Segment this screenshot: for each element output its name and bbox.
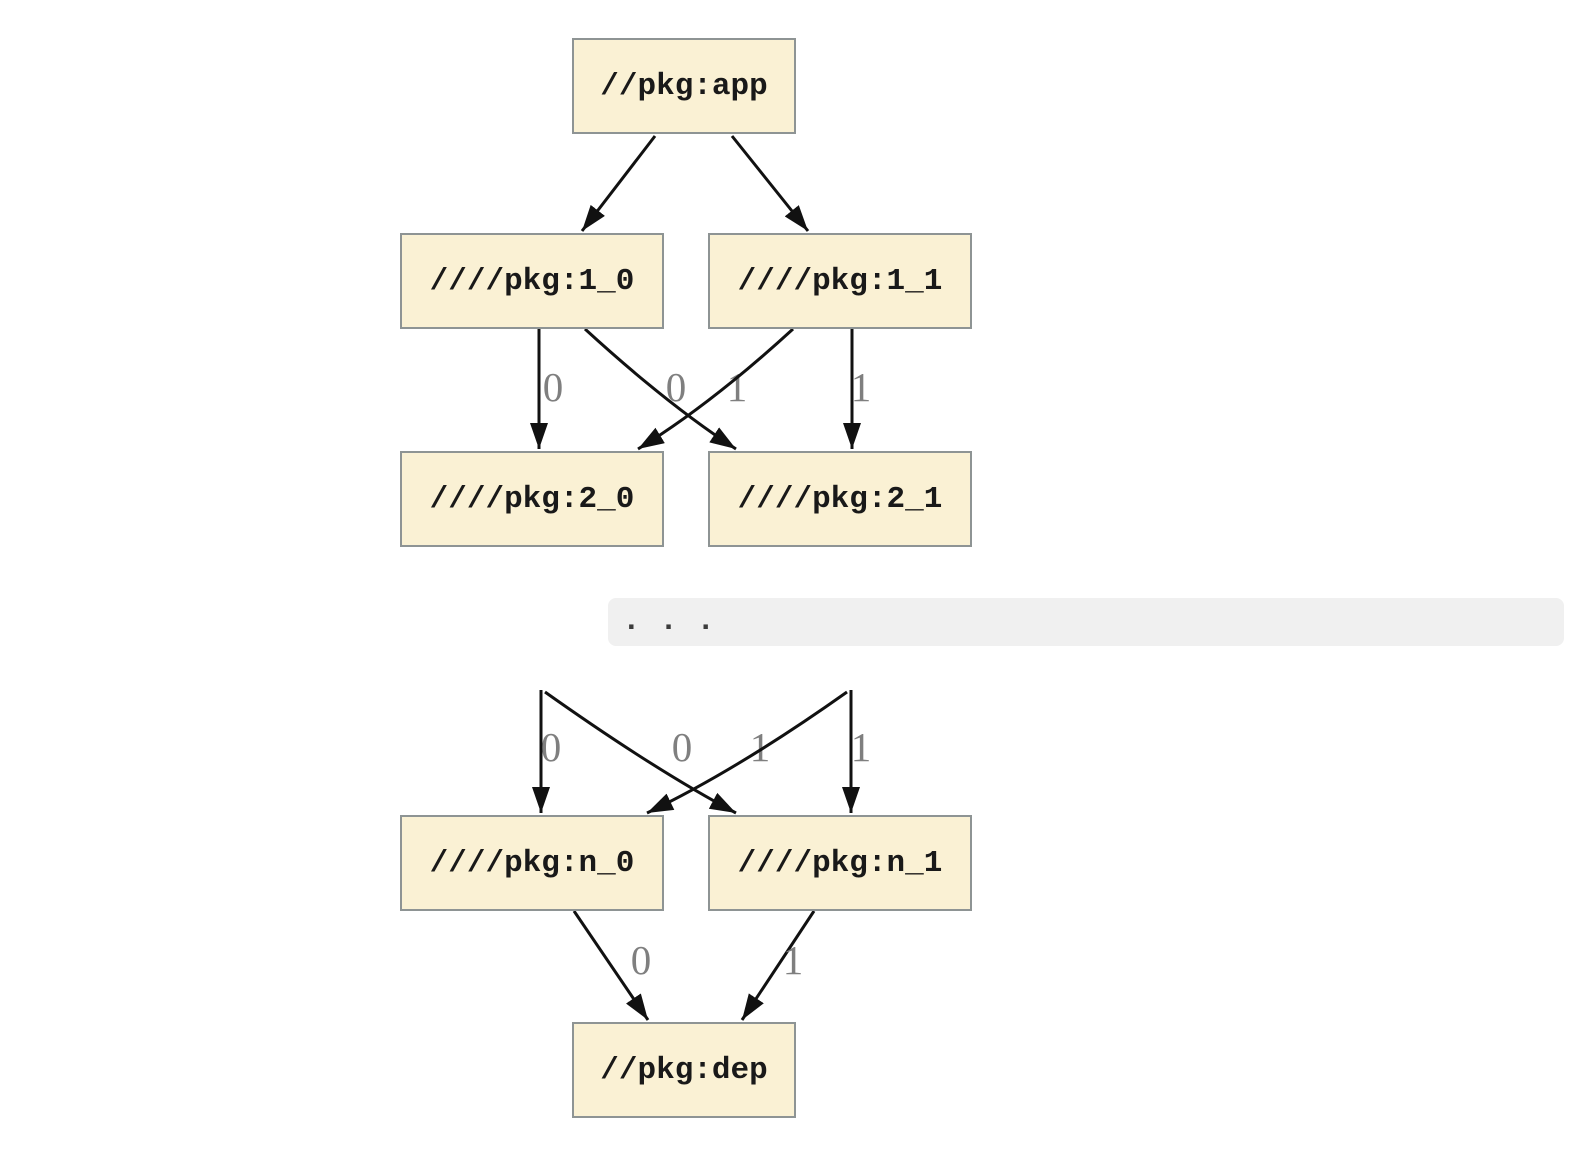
node-label: ////pkg:2_1 <box>737 481 943 517</box>
graph-node-pkg-1-0: ////pkg:1_0 <box>400 233 664 329</box>
edge-pkg-n-0-to-dep <box>572 910 650 1021</box>
graph-node-app: //pkg:app <box>572 38 796 134</box>
node-label: ////pkg:2_0 <box>429 481 635 517</box>
node-label: ////pkg:1_1 <box>737 263 943 299</box>
graph-node-pkg-n-1: ////pkg:n_1 <box>708 815 972 911</box>
edge-ellipsis-to-pkg-n-0 <box>646 690 848 815</box>
edge-app-to-pkg-1-1 <box>730 135 810 232</box>
edge-label-pkg-n-1-to-dep: 1 <box>783 937 804 983</box>
edge-label-pkg-1-0-to-pkg-2-0: 0 <box>543 364 564 410</box>
edge-app-to-pkg-1-0 <box>580 135 657 232</box>
edge-label-pkg-1-0-to-pkg-2-1: 1 <box>727 364 748 410</box>
graph-node-pkg-n-0: ////pkg:n_0 <box>400 815 664 911</box>
node-label: //pkg:app <box>600 68 768 104</box>
node-label: ////pkg:1_0 <box>429 263 635 299</box>
edge-label-pkg-n-0-to-dep: 0 <box>631 937 652 983</box>
edge-label-pkg-1-1-to-pkg-2-1: 1 <box>851 364 872 410</box>
edge-label-ellipsis-to-pkg-n-1: 1 <box>851 724 872 770</box>
node-label: //pkg:dep <box>600 1052 768 1088</box>
graph-node-pkg-2-0: ////pkg:2_0 <box>400 451 664 547</box>
edge-label-ellipsis-to-pkg-n-0: 0 <box>672 724 693 770</box>
ellipsis-separator: . . . <box>608 598 1564 646</box>
node-label: ////pkg:n_0 <box>429 845 635 881</box>
edge-label-pkg-1-1-to-pkg-2-0: 0 <box>666 364 687 410</box>
graph-node-pkg-2-1: ////pkg:2_1 <box>708 451 972 547</box>
edge-pkg-1-0-to-pkg-2-1 <box>583 327 737 451</box>
graph-node-pkg-1-1: ////pkg:1_1 <box>708 233 972 329</box>
node-label: ////pkg:n_1 <box>737 845 943 881</box>
edge-label-ellipsis-to-pkg-n-1: 1 <box>750 724 771 770</box>
edge-pkg-n-1-to-dep <box>740 910 816 1021</box>
edge-pkg-1-1-to-pkg-2-0 <box>637 327 795 451</box>
ellipsis-dots: . . . <box>622 604 716 639</box>
edge-label-ellipsis-to-pkg-n-0: 0 <box>541 724 562 770</box>
edge-ellipsis-to-pkg-n-1 <box>544 690 737 815</box>
graph-node-dep: //pkg:dep <box>572 1022 796 1118</box>
